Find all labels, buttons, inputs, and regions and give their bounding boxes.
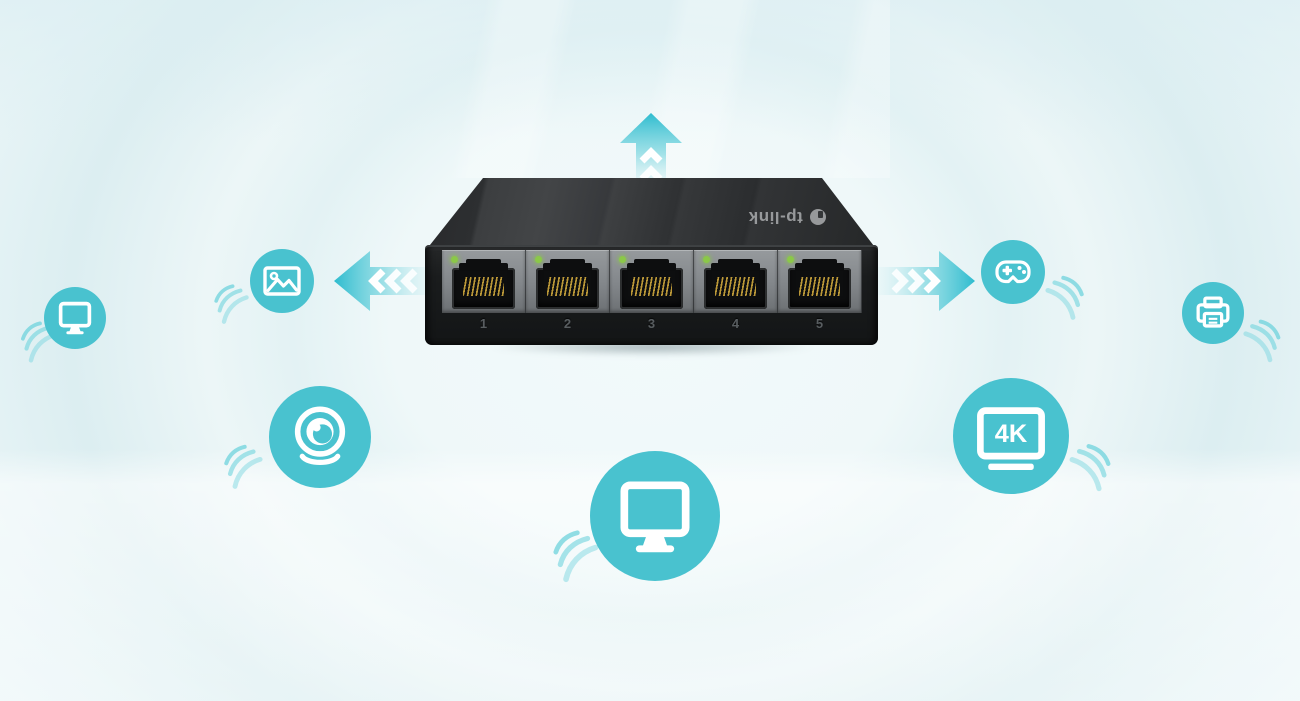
- photo-icon: [263, 266, 301, 296]
- photo-badge: [250, 249, 314, 313]
- port-number: 3: [647, 316, 656, 331]
- rj45-jack-icon: [620, 259, 683, 309]
- webcam-icon: [294, 406, 346, 466]
- led-indicator: [451, 256, 458, 263]
- rj45-jack-icon: [788, 259, 851, 309]
- webcam-badge: [269, 386, 371, 488]
- gold-pins: [631, 277, 672, 296]
- printer-icon: [1196, 296, 1230, 328]
- led-indicator: [535, 256, 542, 263]
- port-plate: [442, 250, 526, 313]
- port-number: 5: [815, 316, 824, 331]
- rj45-jack-icon: [452, 259, 515, 309]
- switch-front-face: 1 2 3: [425, 245, 878, 345]
- ethernet-port: 2: [526, 250, 610, 342]
- gamepad-badge: [981, 240, 1045, 304]
- port-plate: [778, 250, 862, 313]
- gold-pins: [799, 277, 840, 296]
- signal-wave-icon: [1045, 275, 1084, 320]
- port-plate: [526, 250, 610, 313]
- gamepad-icon: [995, 260, 1031, 284]
- monitor-icon: [58, 301, 92, 335]
- brand-logo: tp-link: [717, 204, 857, 230]
- 4k-tv-icon: 4K: [977, 407, 1045, 470]
- port-number: 4: [731, 316, 740, 331]
- port-plate: [694, 250, 778, 313]
- desktop-monitor-icon: [620, 481, 690, 553]
- right-arrow: [876, 251, 975, 311]
- switch-top-face: [426, 178, 877, 250]
- led-indicator: [619, 256, 626, 263]
- port-plate: [610, 250, 694, 313]
- ports-row: 1 2 3: [442, 250, 863, 342]
- ethernet-port: 4: [694, 250, 778, 342]
- signal-wave-icon: [224, 444, 263, 489]
- ethernet-port: 1: [442, 250, 526, 342]
- ethernet-port: 3: [610, 250, 694, 342]
- signal-wave-icon: [1243, 319, 1281, 363]
- signal-wave-icon: [1069, 444, 1111, 492]
- rj45-jack-icon: [704, 259, 767, 309]
- printer-badge: [1182, 282, 1244, 344]
- led-indicator: [703, 256, 710, 263]
- signal-wave-icon: [214, 284, 249, 324]
- 4k-label: 4K: [995, 420, 1028, 448]
- left-arrow: [334, 251, 433, 311]
- ethernet-port: 5: [778, 250, 862, 342]
- brand-label: tp-link: [748, 208, 803, 227]
- monitor-badge: [44, 287, 106, 349]
- port-number: 2: [563, 316, 572, 331]
- led-indicator: [787, 256, 794, 263]
- 4k-tv-badge: 4K: [953, 378, 1069, 494]
- signal-wave-icon: [553, 530, 599, 583]
- gold-pins: [547, 277, 588, 296]
- tp-link-logo-icon: [809, 209, 826, 225]
- desktop-badge: [590, 451, 720, 581]
- network-switch: tp-link 1 2: [425, 170, 878, 345]
- port-number: 1: [479, 316, 488, 331]
- gold-pins: [715, 277, 756, 296]
- up-arrow: [620, 113, 682, 188]
- gold-pins: [463, 277, 504, 296]
- rj45-jack-icon: [536, 259, 599, 309]
